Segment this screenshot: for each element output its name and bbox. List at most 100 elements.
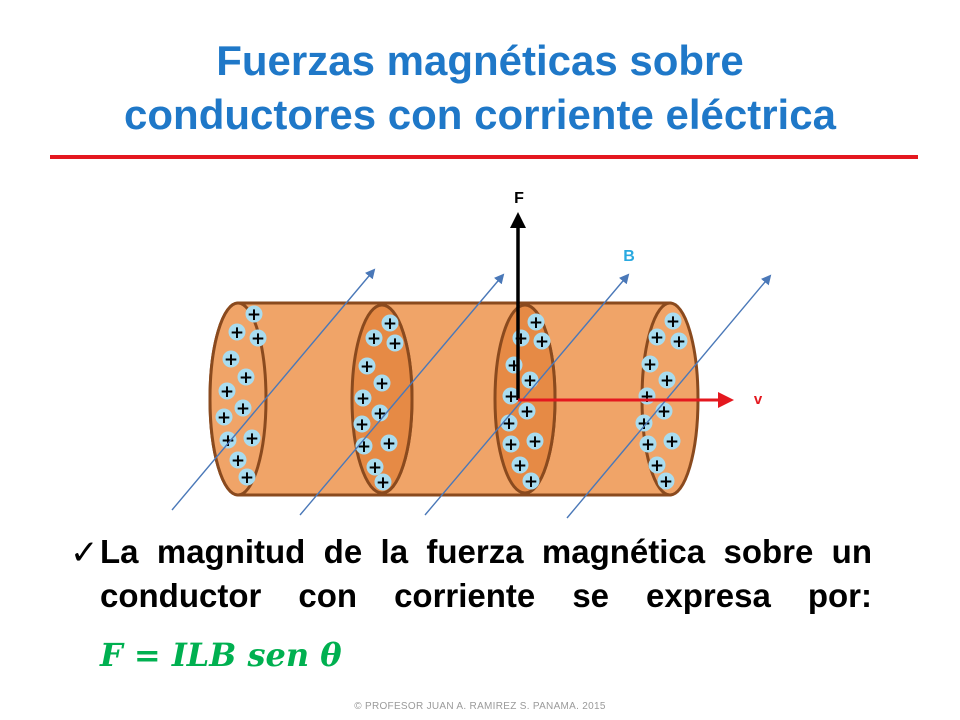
copyright-footer: © PROFESOR JUAN A. RAMIREZ S. PANAMA. 20… bbox=[354, 701, 606, 712]
charge-symbol: + bbox=[376, 473, 390, 493]
positive-charge: + bbox=[222, 350, 240, 370]
charge-symbol: + bbox=[637, 414, 651, 434]
charge-symbol: + bbox=[643, 355, 657, 375]
positive-charge: + bbox=[380, 434, 398, 454]
field-line bbox=[171, 268, 376, 511]
positive-charge: + bbox=[664, 312, 682, 332]
check-mark-icon: ✓ bbox=[70, 534, 99, 572]
charge-symbol: + bbox=[528, 432, 542, 452]
positive-charge: + bbox=[505, 356, 523, 376]
charge-symbol: + bbox=[355, 415, 369, 435]
field-label: B bbox=[623, 248, 635, 265]
charge-symbol: + bbox=[357, 437, 371, 457]
title-underline bbox=[50, 155, 918, 159]
charge-symbol: + bbox=[520, 402, 534, 422]
charge-symbol: + bbox=[529, 313, 543, 333]
field-line bbox=[424, 273, 630, 516]
positive-charge: + bbox=[234, 399, 252, 419]
positive-charge: + bbox=[371, 404, 389, 424]
charge-symbol: + bbox=[641, 435, 655, 455]
title-line-2: conductores con corriente eléctrica bbox=[124, 91, 836, 138]
charge-symbol: + bbox=[524, 472, 538, 492]
positive-charge: + bbox=[373, 374, 391, 394]
charge-symbol: + bbox=[665, 432, 679, 452]
charge-symbol: + bbox=[388, 334, 402, 354]
charge-symbol: + bbox=[221, 431, 235, 451]
charge-symbol: + bbox=[224, 350, 238, 370]
charge-symbol: + bbox=[657, 402, 671, 422]
positive-charge: + bbox=[354, 389, 372, 409]
positive-charge: + bbox=[237, 368, 255, 388]
positive-charge: + bbox=[245, 305, 263, 325]
charge-symbol: + bbox=[650, 328, 664, 348]
positive-charge: + bbox=[365, 329, 383, 349]
positive-charge: + bbox=[502, 435, 520, 455]
charge-symbol: + bbox=[382, 434, 396, 454]
charge-symbol: + bbox=[666, 312, 680, 332]
positive-charge: + bbox=[639, 435, 657, 455]
positive-charge: + bbox=[655, 402, 673, 422]
charge-symbol: + bbox=[640, 387, 654, 407]
charge-symbol: + bbox=[239, 368, 253, 388]
charge-symbol: + bbox=[514, 329, 528, 349]
charge-symbol: + bbox=[236, 399, 250, 419]
charge-symbol: + bbox=[220, 382, 234, 402]
positive-charge: + bbox=[218, 382, 236, 402]
positive-charge: + bbox=[641, 355, 659, 375]
positive-charge: + bbox=[526, 432, 544, 452]
charge-symbol: + bbox=[360, 357, 374, 377]
positive-charge: + bbox=[648, 328, 666, 348]
positive-charge: + bbox=[500, 414, 518, 434]
positive-charge: + bbox=[511, 456, 529, 476]
positive-charge: + bbox=[386, 334, 404, 354]
charge-symbol: + bbox=[247, 305, 261, 325]
charge-symbol: + bbox=[245, 429, 259, 449]
charge-symbol: + bbox=[659, 472, 673, 492]
charge-symbol: + bbox=[231, 451, 245, 471]
charge-symbol: + bbox=[504, 435, 518, 455]
positive-charge: + bbox=[229, 451, 247, 471]
charge-symbol: + bbox=[240, 468, 254, 488]
positive-charge: + bbox=[512, 329, 530, 349]
charge-symbol: + bbox=[502, 414, 516, 434]
charge-symbol: + bbox=[368, 458, 382, 478]
charge-symbol: + bbox=[373, 404, 387, 424]
charge-symbol: + bbox=[504, 387, 518, 407]
positive-charge: + bbox=[353, 415, 371, 435]
title-line-1: Fuerzas magnéticas sobre bbox=[216, 37, 744, 84]
positive-charge: + bbox=[527, 313, 545, 333]
positive-charge: + bbox=[635, 414, 653, 434]
magnetic-field-lines bbox=[171, 268, 772, 519]
positive-charge: + bbox=[366, 458, 384, 478]
positive-charge: + bbox=[658, 371, 676, 391]
force-formula: 𝑭 = 𝑰𝑳𝑩 𝒔𝒆𝒏 𝜽 bbox=[100, 636, 342, 674]
positive-charge: + bbox=[648, 456, 666, 476]
positive-charge: + bbox=[638, 387, 656, 407]
force-label: F bbox=[514, 190, 524, 207]
positive-charge: + bbox=[249, 329, 267, 349]
positive-charge: + bbox=[657, 472, 675, 492]
positive-charge: + bbox=[374, 473, 392, 493]
positive-charge: + bbox=[355, 437, 373, 457]
slide-title: Fuerzas magnéticas sobre conductores con… bbox=[0, 34, 960, 142]
positive-charge: + bbox=[243, 429, 261, 449]
positive-charge: + bbox=[358, 357, 376, 377]
positive-charge: + bbox=[663, 432, 681, 452]
positive-charge: + bbox=[521, 371, 539, 391]
charge-symbol: + bbox=[375, 374, 389, 394]
positive-charge: + bbox=[219, 431, 237, 451]
positive-charge: + bbox=[533, 332, 551, 352]
charge-symbol: + bbox=[660, 371, 674, 391]
charge-symbol: + bbox=[217, 408, 231, 428]
positive-charge: + bbox=[502, 387, 520, 407]
charge-symbol: + bbox=[535, 332, 549, 352]
positive-charge: + bbox=[215, 408, 233, 428]
positive-charge: + bbox=[228, 323, 246, 343]
field-line bbox=[566, 274, 772, 519]
charge-symbol: + bbox=[650, 456, 664, 476]
charge-symbol: + bbox=[672, 332, 686, 352]
charge-symbol: + bbox=[383, 314, 397, 334]
charge-symbol: + bbox=[356, 389, 370, 409]
positive-charge: + bbox=[522, 472, 540, 492]
